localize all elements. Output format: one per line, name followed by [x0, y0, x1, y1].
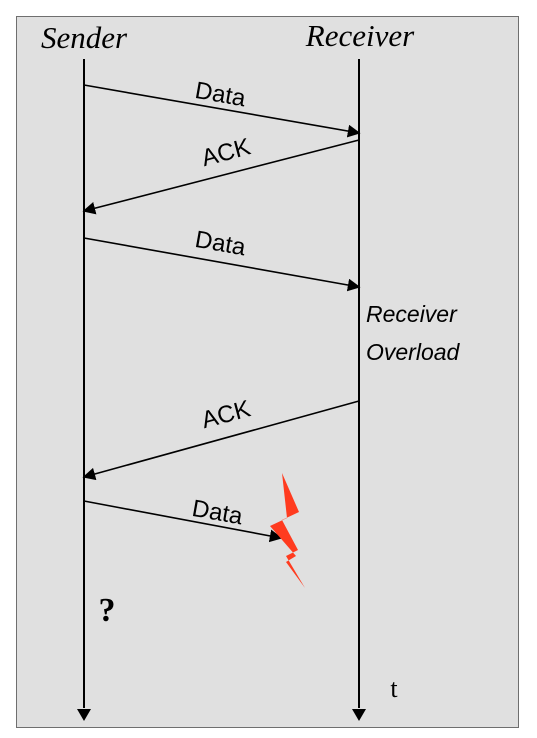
message-ack-1-arrow — [82, 139, 360, 215]
sender-lifeline-arrowhead — [77, 709, 91, 721]
message-data-2-arrow — [83, 237, 361, 292]
message-data-1-arrow — [83, 84, 361, 138]
lightning-icon — [270, 473, 305, 588]
time-axis-label: t — [390, 674, 398, 703]
receiver-overload-line2: Overload — [366, 339, 461, 365]
message-ack-2-arrow — [82, 400, 360, 481]
message-data-3-arrow — [83, 500, 283, 543]
message-ack-2-label: ACK — [199, 395, 254, 434]
receiver-overload-line1: Receiver — [366, 301, 458, 327]
question-mark: ? — [99, 592, 116, 629]
sender-label: Sender — [41, 20, 128, 55]
diagram-frame — [16, 16, 519, 728]
receiver-lifeline-arrowhead — [352, 709, 366, 721]
message-data-3-label: Data — [190, 495, 245, 531]
receiver-label: Receiver — [305, 18, 415, 53]
message-data-2-label: Data — [193, 226, 248, 262]
message-data-1-label: Data — [193, 77, 248, 113]
message-ack-1-label: ACK — [199, 133, 254, 172]
